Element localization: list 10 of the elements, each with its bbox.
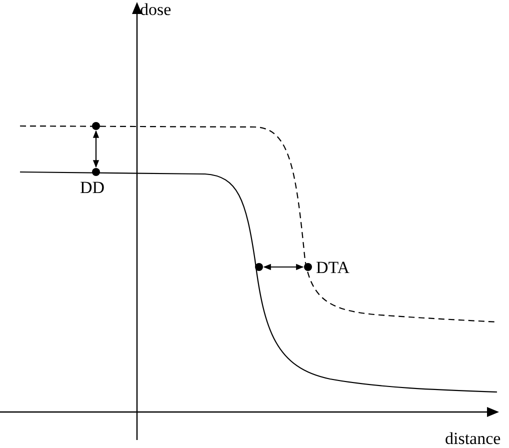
point-label: DD <box>80 179 105 196</box>
data-point-dot <box>92 168 100 176</box>
double-arrow <box>263 264 304 270</box>
point-label: DTA <box>316 259 350 276</box>
data-point-dot <box>304 263 312 271</box>
axis-label: dose <box>140 1 172 18</box>
double-arrow <box>92 130 100 168</box>
data-point-dot <box>92 122 100 130</box>
data-point-dot <box>255 263 263 271</box>
axis-label: distance <box>445 430 501 447</box>
